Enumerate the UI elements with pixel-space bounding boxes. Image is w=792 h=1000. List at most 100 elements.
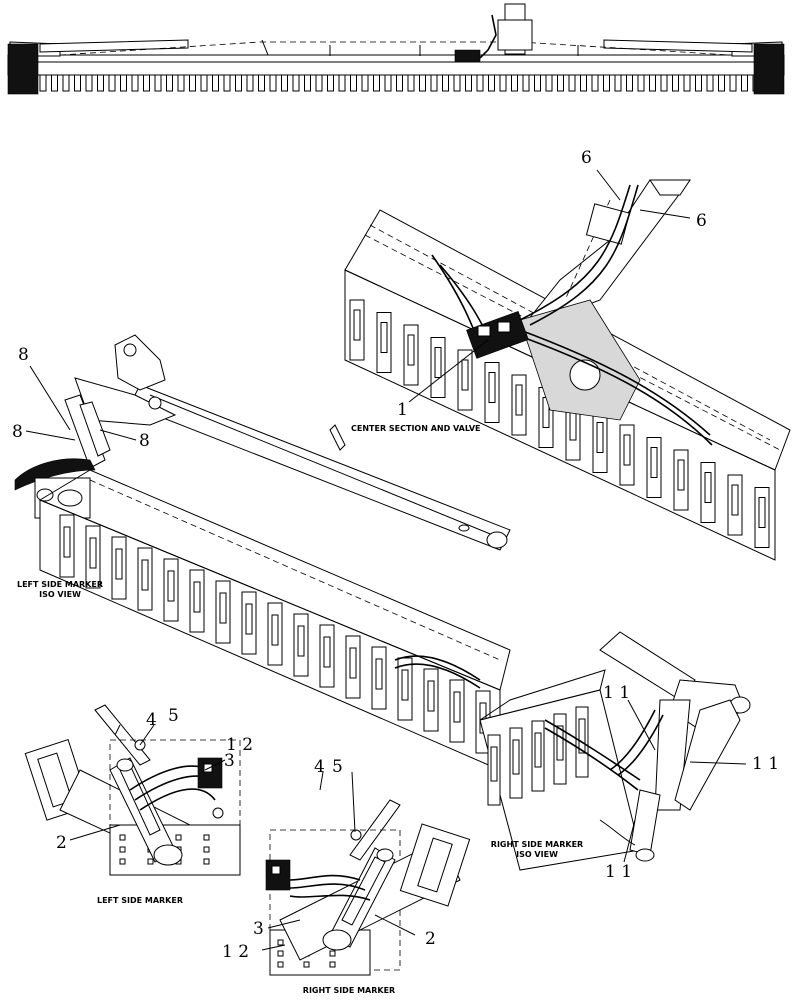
- mount-hole: [329, 961, 336, 968]
- row-unit-tooth: [373, 74, 380, 92]
- row-unit-tooth: [200, 74, 208, 92]
- row-unit-shank: [241, 591, 257, 655]
- row-unit-slot: [271, 614, 279, 646]
- row-unit-tooth: [672, 74, 679, 92]
- mount-hole: [119, 846, 126, 853]
- row-unit-shank: [215, 580, 231, 644]
- row-unit-tooth: [603, 74, 610, 92]
- row-unit-shank: [673, 449, 689, 511]
- callout-12-left: 1 2: [226, 735, 253, 755]
- row-unit-tooth: [258, 74, 265, 92]
- row-unit-shank: [345, 635, 361, 699]
- callout-3-right: 3: [253, 919, 264, 939]
- row-unit-slot: [89, 537, 97, 569]
- row-unit-slot: [461, 359, 469, 391]
- row-unit-slot: [453, 691, 461, 723]
- row-unit-shank: [376, 312, 392, 373]
- row-unit-tooth: [223, 74, 231, 92]
- caption-left-iso-line2: ISO VIEW: [39, 590, 81, 599]
- row-unit-shank: [592, 412, 608, 473]
- row-unit-shank: [457, 349, 473, 411]
- row-unit-shank: [430, 337, 446, 398]
- mount-hole: [175, 834, 182, 841]
- callout-8-left: 8: [12, 422, 23, 442]
- row-unit-slot: [534, 732, 542, 768]
- center-section-view: [344, 179, 791, 561]
- mount-hole: [303, 961, 310, 968]
- row-unit-slot: [512, 739, 520, 775]
- row-unit-tooth: [407, 74, 415, 92]
- row-unit-tooth: [522, 74, 530, 92]
- mount-hole: [147, 858, 154, 865]
- view-captions: CENTER SECTION AND VALVE LEFT SIDE MARKE…: [17, 424, 583, 995]
- row-unit-slot: [515, 384, 523, 416]
- callout-11-top: 1 1: [603, 683, 630, 703]
- right-marker-view: [265, 799, 471, 976]
- row-unit-tooth: [419, 74, 426, 92]
- row-unit-shank: [619, 424, 635, 486]
- row-unit-tooth: [143, 74, 150, 92]
- mount-hole: [203, 834, 210, 841]
- row-unit-tooth: [246, 74, 254, 92]
- callout-6-right: 6: [696, 211, 707, 231]
- row-unit-slot: [490, 746, 498, 782]
- row-unit-shank: [646, 437, 662, 498]
- row-unit-tooth: [62, 74, 70, 92]
- row-unit-tooth: [649, 74, 656, 92]
- row-unit-tooth: [488, 74, 495, 92]
- callout-4-right: 4: [314, 757, 325, 777]
- row-unit-tooth: [614, 74, 622, 92]
- row-unit-tooth: [166, 74, 173, 92]
- row-unit-shank: [531, 720, 545, 792]
- mount-hole: [277, 939, 284, 946]
- row-unit-tooth: [212, 74, 219, 92]
- row-unit-tooth: [97, 74, 104, 92]
- left-iso-view: [14, 334, 511, 771]
- row-unit-tooth: [453, 74, 461, 92]
- row-unit-tooth: [292, 74, 300, 92]
- row-unit-tooth: [568, 74, 576, 92]
- mount-hole: [277, 950, 284, 957]
- row-unit-tooth: [626, 74, 633, 92]
- row-unit-shank: [319, 624, 335, 688]
- row-unit-tooth: [269, 74, 277, 92]
- row-unit-tooth: [39, 74, 47, 92]
- row-unit-shank: [727, 474, 743, 536]
- row-unit-slot: [115, 548, 123, 580]
- row-unit-slot: [380, 322, 388, 353]
- caption-left-marker: LEFT SIDE MARKER: [97, 896, 183, 905]
- row-unit-slot: [353, 309, 361, 341]
- callout-11-bottom: 1 1: [605, 862, 632, 882]
- row-unit-tooth: [108, 74, 116, 92]
- callout-5-right: 5: [332, 757, 343, 777]
- callout-5-left: 5: [168, 706, 179, 726]
- row-unit-tooth: [384, 74, 392, 92]
- callout-4-left: 4: [146, 710, 157, 730]
- row-unit-tooth: [499, 74, 507, 92]
- mount-hole: [203, 846, 210, 853]
- row-unit-shank: [85, 525, 101, 589]
- row-unit-slot: [193, 581, 201, 613]
- leader-lines: [25, 169, 747, 951]
- row-unit-tooth: [430, 74, 438, 92]
- row-unit-tooth: [660, 74, 668, 92]
- row-unit-slot: [349, 647, 357, 679]
- callout-numbers: 6 6 1 8 8 8 4 5 1 2 3 2 4 5 3 1 2 2 1 1 …: [12, 148, 779, 962]
- row-unit-tooth: [534, 74, 541, 92]
- row-unit-tooth: [350, 74, 357, 92]
- caption-right-marker: RIGHT SIDE MARKER: [303, 986, 395, 995]
- row-unit-tooth: [281, 74, 288, 92]
- row-unit-slot: [407, 334, 415, 366]
- row-unit-tooth: [511, 74, 518, 92]
- row-unit-shank: [349, 299, 365, 361]
- mount-hole: [277, 961, 284, 968]
- callout-2-left: 2: [56, 833, 67, 853]
- row-unit-shank: [484, 362, 500, 423]
- row-unit-tooth: [51, 74, 58, 92]
- row-unit-tooth: [74, 74, 81, 92]
- caption-right-iso-line1: RIGHT SIDE MARKER: [491, 840, 583, 849]
- row-unit-shank: [59, 514, 75, 578]
- mount-hole: [203, 858, 210, 865]
- row-unit-tooth: [695, 74, 702, 92]
- row-unit-tooth: [235, 74, 242, 92]
